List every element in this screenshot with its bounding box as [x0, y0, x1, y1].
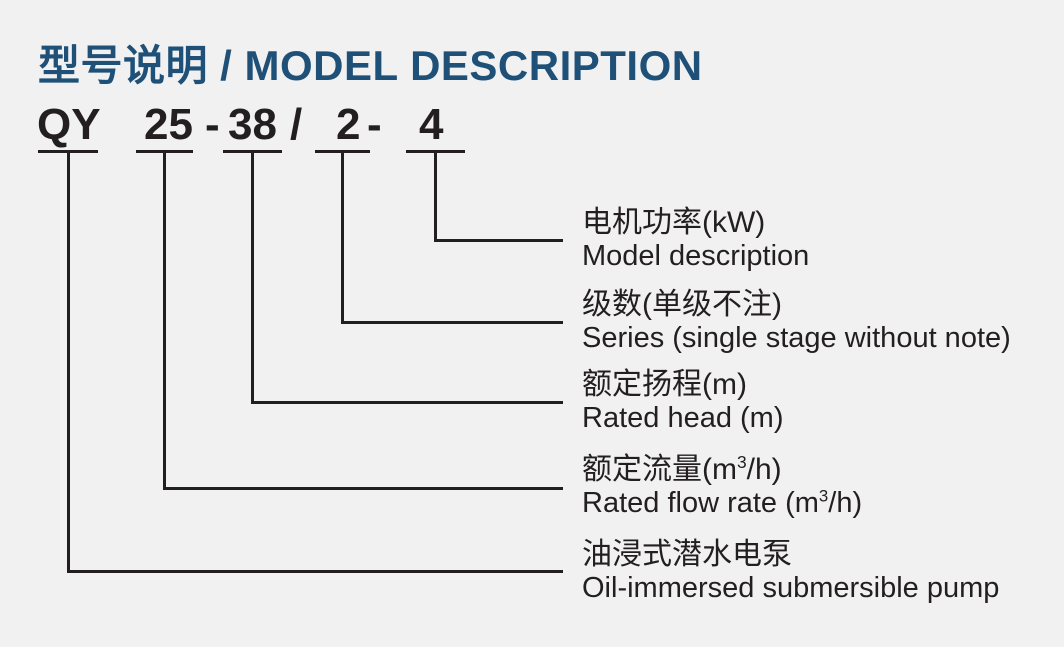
connector-vertical-line: [163, 150, 166, 490]
label-en: Rated flow rate (m3/h): [582, 486, 863, 519]
model-code-segment-stage: 2: [336, 100, 361, 149]
label-rated-head: 额定扬程(m) Rated head (m): [582, 368, 784, 434]
label-cn: 额定扬程(m): [582, 368, 747, 401]
label-cn: 电机功率(kW): [582, 206, 766, 239]
label-cn: 级数(单级不注): [582, 288, 782, 321]
label-en: Rated head (m): [582, 402, 784, 434]
model-code-slash: /: [290, 100, 303, 149]
connector-horizontal-line: [251, 401, 563, 404]
model-code-dash: -: [367, 100, 382, 149]
model-code-segment-power: 4: [419, 100, 444, 149]
label-pump-type: 油浸式潜水电泵 Oil-immersed submersible pump: [582, 538, 999, 604]
label-rated-flow: 额定流量(m3/h) Rated flow rate (m3/h): [582, 453, 862, 519]
connector-vertical-line: [67, 150, 70, 573]
connector-vertical-line: [341, 150, 344, 324]
page-title: 型号说明 / MODEL DESCRIPTION: [38, 42, 703, 89]
model-code-dash: -: [205, 100, 220, 149]
connector-horizontal-line: [163, 487, 563, 490]
label-motor-power: 电机功率(kW) Model description: [582, 206, 809, 272]
model-code-segment-head: 38: [228, 100, 277, 149]
connector-horizontal-line: [342, 321, 563, 324]
model-code-segment-flow: 25: [144, 100, 193, 149]
label-cn: 额定流量(m3/h): [582, 452, 782, 486]
label-en: Series (single stage without note): [582, 322, 1011, 354]
label-en: Oil-immersed submersible pump: [582, 572, 1000, 604]
connector-horizontal-line: [67, 570, 563, 573]
connector-horizontal-line: [435, 239, 563, 242]
connector-vertical-line: [251, 150, 254, 404]
label-series-stages: 级数(单级不注) Series (single stage without no…: [582, 288, 1011, 354]
connector-vertical-line: [434, 150, 437, 242]
label-en: Model description: [582, 240, 810, 272]
model-code-segment-type: QY: [37, 100, 101, 149]
label-cn: 油浸式潜水电泵: [582, 538, 792, 571]
